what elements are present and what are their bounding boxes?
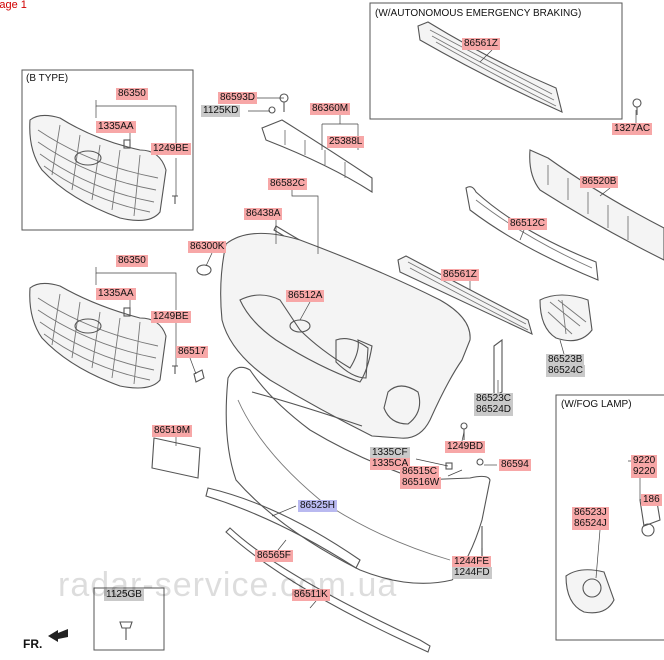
box-title-fog-lamp: (W/FOG LAMP) (561, 399, 632, 410)
emblem (196, 264, 212, 276)
radar-grille-cover (417, 21, 563, 113)
part-label-86512c[interactable]: 86512C (508, 218, 548, 230)
part-label-86515c[interactable]: 86515C (400, 466, 440, 478)
upper-bracket (261, 119, 373, 194)
part-label-partial[interactable]: 9220 (631, 455, 658, 467)
part-label-86594[interactable]: 86594 (499, 459, 531, 471)
part-label-1249bd[interactable]: 1249BD (445, 441, 486, 453)
autonomous-box (369, 2, 623, 120)
part-label-86517[interactable]: 86517 (176, 346, 208, 358)
skid-plate-86565F (205, 487, 361, 569)
part-label-1249be[interactable]: 1249BE (151, 311, 191, 323)
part-label-86519m[interactable]: 86519M (152, 425, 193, 437)
part-label-86438a[interactable]: 86438A (244, 208, 283, 220)
energy-absorber (529, 149, 664, 261)
part-label-1249be[interactable]: 1249BE (151, 143, 191, 155)
part-label-86524j[interactable]: 86524J (572, 518, 609, 530)
fog-cover (539, 294, 593, 342)
side-bracket (493, 338, 503, 397)
part-label-1335cf[interactable]: 1335CF (370, 447, 410, 459)
watermark: radar-service.com.ua (58, 566, 398, 604)
license-plate-bracket (151, 437, 201, 479)
part-label-86525h[interactable]: 86525H (298, 500, 338, 512)
box-title-b-type: (B TYPE) (26, 73, 69, 84)
part-label-86523c[interactable]: 86523C (474, 393, 514, 405)
b-type-screw (172, 195, 178, 204)
part-label-86524d[interactable]: 86524D (474, 404, 514, 416)
part-label-1125kd[interactable]: 1125KD (201, 105, 241, 117)
part-label-86360m[interactable]: 86360M (310, 103, 351, 115)
part-label-partial[interactable]: 9220 (631, 466, 658, 478)
page-label: Page 1 (0, 0, 27, 11)
front-arrow-icon (48, 629, 68, 642)
part-label-86582c[interactable]: 86582C (268, 178, 308, 190)
part-label-1327ac[interactable]: 1327AC (612, 123, 653, 135)
fog-lamp-assembly (565, 495, 661, 614)
radar-bolt (632, 98, 642, 115)
part-label-1244fe[interactable]: 1244FE (452, 556, 492, 568)
part-label-1335aa[interactable]: 1335AA (96, 288, 136, 300)
part-label-1125gb[interactable]: 1125GB (104, 589, 144, 601)
screw-1125gb (119, 621, 133, 640)
lower-grille (397, 255, 533, 336)
retainer-86517 (193, 369, 205, 383)
grille-screw (172, 365, 178, 374)
part-label-86593d[interactable]: 86593D (218, 92, 258, 104)
part-label-86523j[interactable]: 86523J (572, 507, 609, 519)
part-label-86523b[interactable]: 86523B (546, 354, 585, 366)
leader-lines (95, 49, 641, 609)
b-type-box (21, 69, 194, 231)
part-label-86350[interactable]: 86350 (116, 255, 148, 267)
b-type-grille (29, 114, 167, 221)
part-label-25388l[interactable]: 25388L (327, 136, 365, 148)
b-type-clip (123, 139, 131, 149)
part-label-1244fd[interactable]: 1244FD (452, 567, 492, 579)
part-label-86524c[interactable]: 86524C (546, 365, 586, 377)
part-label-86565f[interactable]: 86565F (255, 550, 293, 562)
lower-lip-86511K (225, 527, 431, 653)
direction-label: FR. (23, 637, 43, 651)
part-label-86561z[interactable]: 86561Z (462, 38, 500, 50)
part-label-1335aa[interactable]: 1335AA (96, 121, 136, 133)
fog-lamp-box (555, 394, 664, 641)
part-label-86561z[interactable]: 86561Z (441, 269, 479, 281)
part-label-86520b[interactable]: 86520B (580, 176, 619, 188)
part-label-86300k[interactable]: 86300K (188, 241, 227, 253)
part-label-86512a[interactable]: 86512A (286, 290, 325, 302)
part-label-partial[interactable]: 186 (641, 494, 662, 506)
grille-clip (123, 307, 131, 317)
bracket-bolt (268, 93, 289, 114)
radiator-grille (29, 282, 167, 389)
screw-box (93, 587, 165, 651)
part-label-86511k[interactable]: 86511K (292, 589, 330, 601)
part-label-86350[interactable]: 86350 (116, 88, 148, 100)
part-label-86516w[interactable]: 86516W (400, 477, 442, 489)
box-title-autonomous: (W/AUTONOMOUS EMERGENCY BRAKING) (375, 8, 582, 19)
upper-reinforcement (465, 186, 599, 281)
front-bumper-cover (220, 232, 471, 439)
